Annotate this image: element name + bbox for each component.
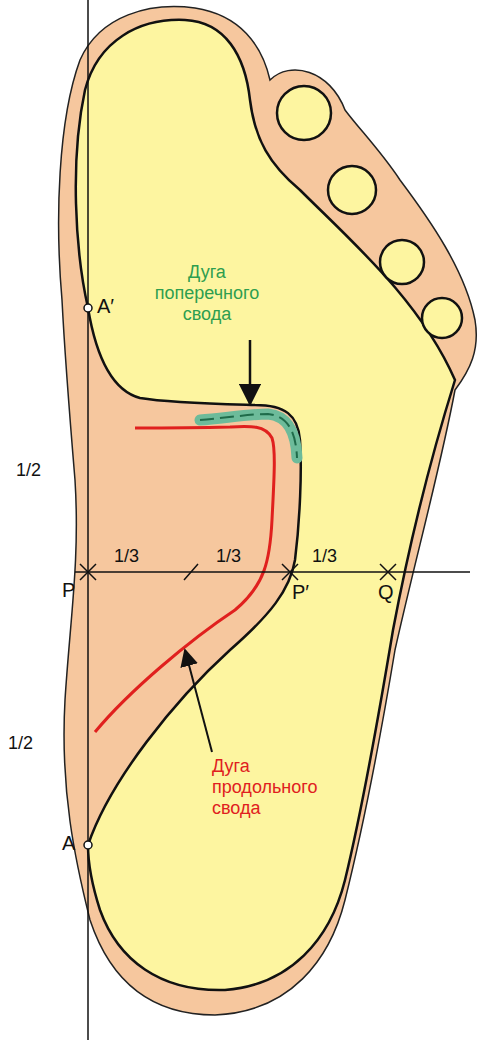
dimension-label: 1/2: [16, 460, 41, 481]
point-marker: [84, 841, 92, 849]
toe: [277, 86, 331, 140]
leader-arrow: [249, 340, 252, 404]
sole-inner: [76, 20, 455, 990]
dimension-label: P′: [292, 582, 309, 603]
callout-label: Дуга продольного свода: [212, 756, 342, 819]
dimension-label: A: [62, 833, 75, 854]
toe: [422, 298, 462, 338]
vertical-axis: [87, 0, 89, 1040]
dimension-label: 1/3: [114, 546, 139, 567]
tick-marks: [80, 564, 396, 580]
sole-outline: [59, 7, 477, 1015]
dimension-label: Q: [378, 582, 394, 603]
dimension-label: 1/2: [8, 733, 33, 754]
transverse-arch-dash: [200, 414, 297, 458]
transverse-arch-band: [200, 414, 297, 458]
point-marker: [84, 304, 92, 312]
dimension-label: P: [62, 580, 75, 601]
dimension-label: 1/3: [312, 546, 337, 567]
horizontal-axis: [75, 571, 470, 573]
leader-arrow: [185, 650, 212, 752]
dimension-label: 1/3: [216, 546, 241, 567]
toe: [328, 166, 376, 214]
callout-label: Дуга поперечного свода: [142, 262, 272, 325]
toe: [380, 240, 424, 284]
dimension-label: A′: [97, 296, 114, 317]
